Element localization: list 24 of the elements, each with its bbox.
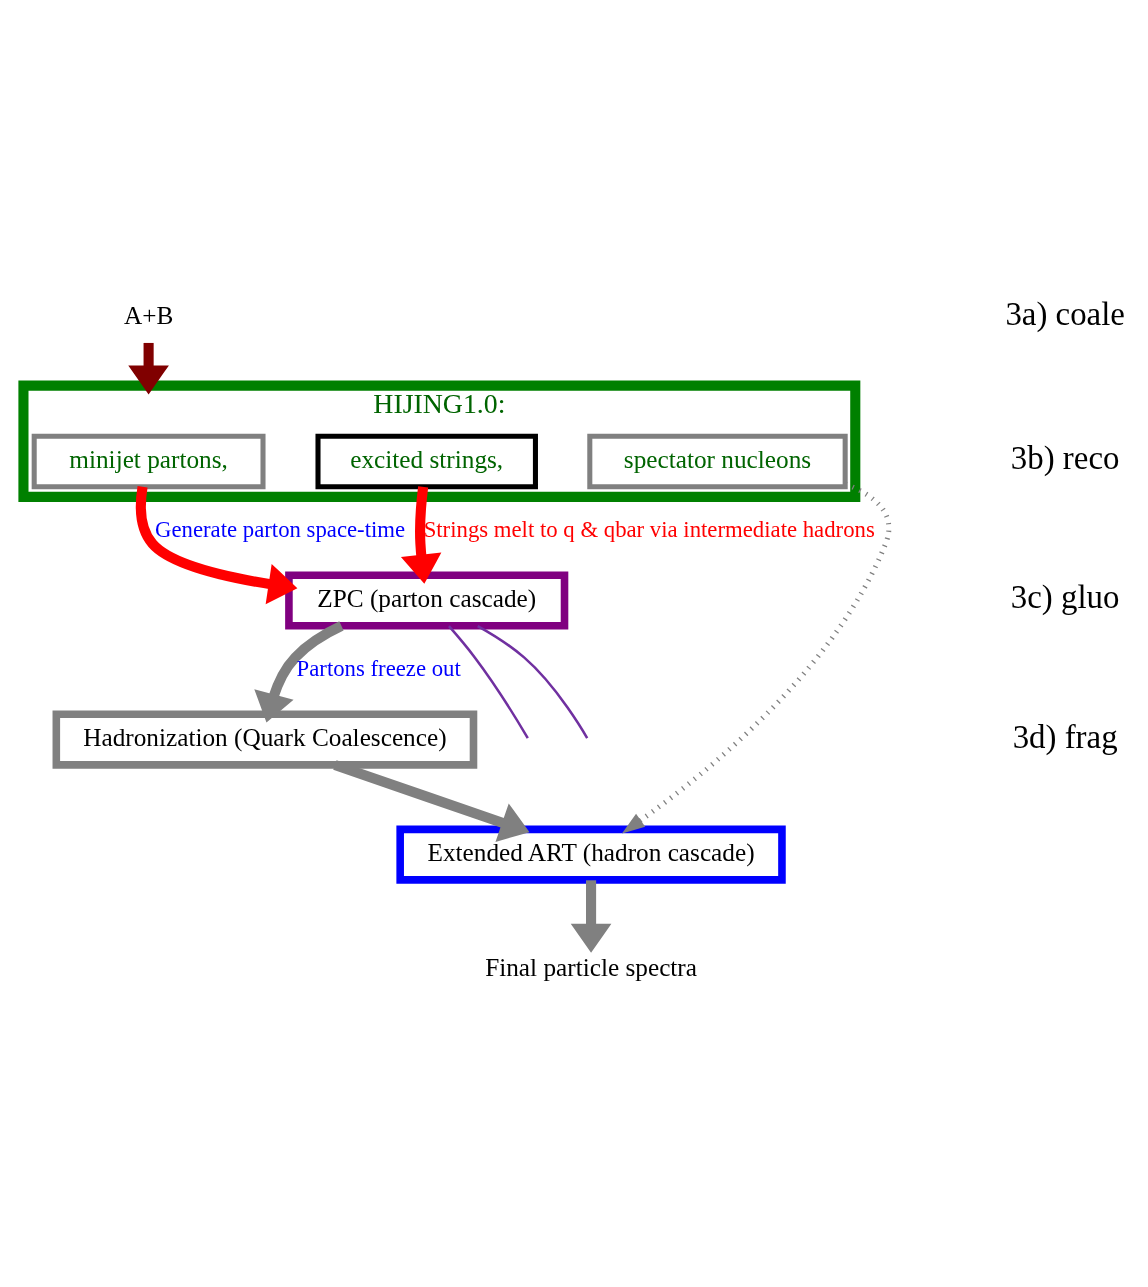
connector xyxy=(477,624,589,739)
edge-label: Partons freeze out xyxy=(296,655,461,681)
arrow xyxy=(400,486,442,584)
label: 3d) frag xyxy=(1012,718,1118,755)
edge-label: Strings melt to q & qbar via intermediate hadrons xyxy=(423,516,875,542)
node-box: ZPC (parton cascade) xyxy=(285,571,569,630)
node-box: minijet partons, xyxy=(31,433,266,490)
arrow xyxy=(135,486,298,605)
label: 3b) reco xyxy=(1010,440,1120,477)
arrow xyxy=(254,621,344,723)
node-text: A+B xyxy=(123,300,174,329)
label: 3a) coale xyxy=(1005,296,1125,333)
arrow xyxy=(333,760,530,842)
edge-label: Generate parton space-time xyxy=(155,516,406,542)
arrow xyxy=(621,481,892,834)
node-text: Final particle spectra xyxy=(485,952,697,981)
connector xyxy=(448,625,529,739)
node-box: Extended ART (hadron cascade) xyxy=(396,825,786,884)
node-box: spectator nucleons xyxy=(587,433,848,490)
arrow xyxy=(128,342,169,395)
label: 3c) gluo xyxy=(1010,579,1120,616)
arrow xyxy=(570,880,612,953)
node-box: excited strings, xyxy=(315,433,538,490)
node-box: Hadronization (Quark Coalescence) xyxy=(52,710,478,769)
